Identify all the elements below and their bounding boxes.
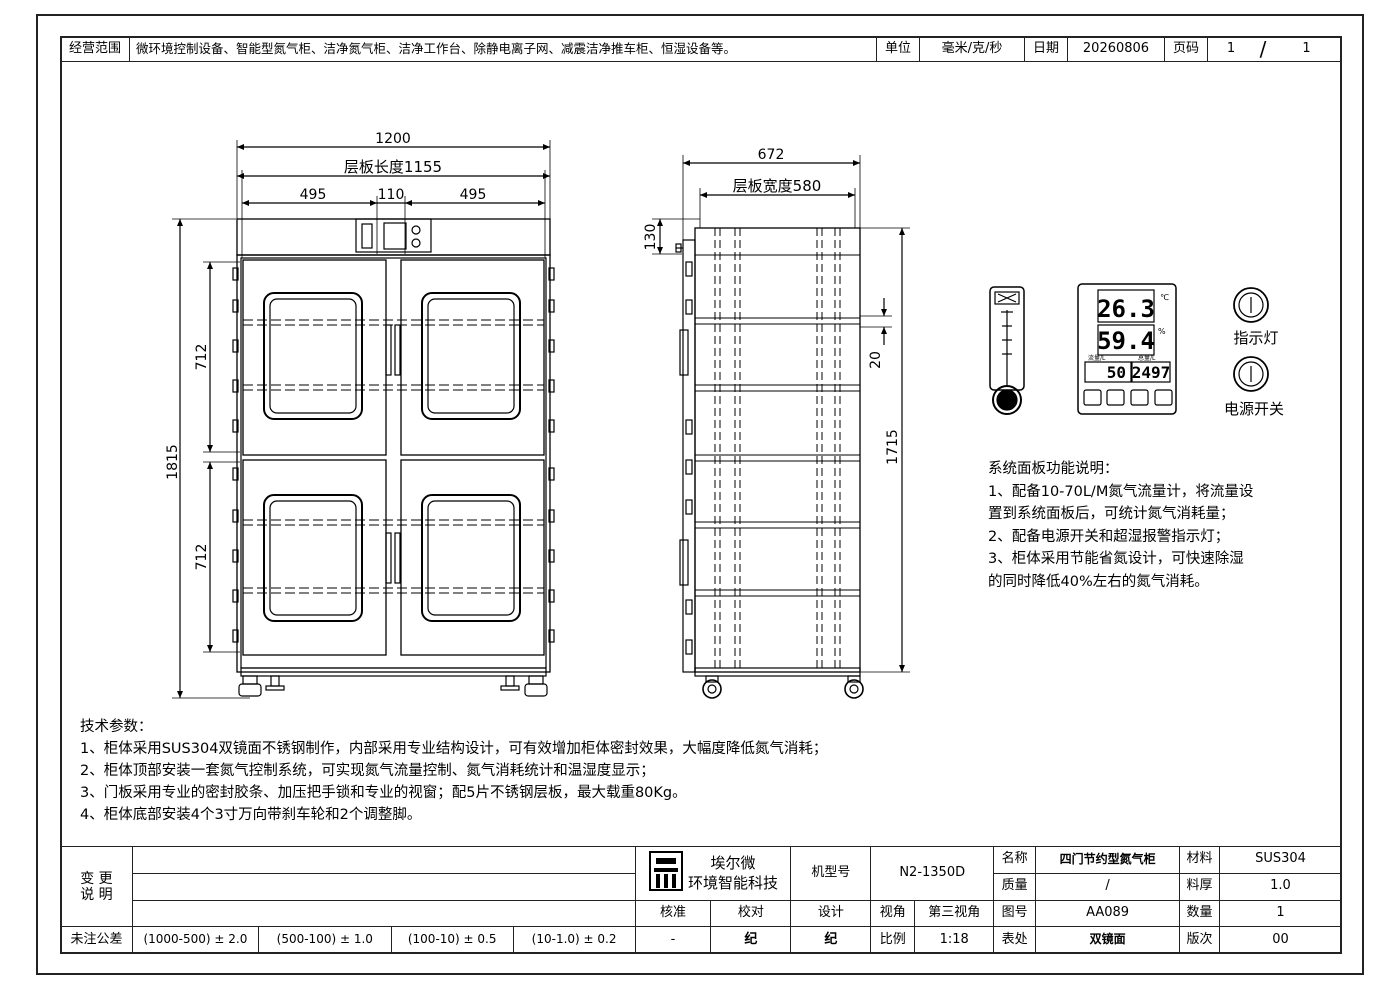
version-label: 版次 [1179,926,1220,954]
tech-params: 技术参数： 1、柜体采用SUS304双镜面不锈钢制作，内部采用专业结构设计，可有… [80,716,980,826]
dim-upper-door: 712 [194,344,210,371]
dim-left-door: 495 [300,187,327,203]
dim-shelf-gap: 20 [868,351,884,369]
approve-label: 核准 [634,899,712,928]
mass-label: 质量 [993,872,1037,901]
mass-value: / [1035,872,1181,901]
scope-label: 经营范围 [60,36,130,62]
tech-params-line: 1、柜体采用SUS304双镜面不锈钢制作，内部采用专业结构设计，可有效增加柜体密… [80,741,828,757]
panel-notes: 系统面板功能说明： 1、配备10-70L/M氮气流量计，将流量设 置到系统面板后… [988,458,1308,593]
dim-total-height: 1815 [165,444,181,480]
page-label: 页码 [1164,36,1208,62]
change-row-2 [131,872,636,901]
scale-label: 比例 [870,926,916,954]
company-name-line1: 埃尔微 [710,854,756,873]
qty-label: 数量 [1179,899,1220,928]
tech-params-line: 3、门板采用专业的密封胶条、加压把手锁和专业的视窗；配5片不锈钢层板，最大载重8… [80,785,687,801]
drawing-no-value: AA089 [1035,899,1181,928]
dim-top-height: 130 [643,224,659,251]
page-separator: / [1254,36,1272,62]
qty-value: 1 [1219,899,1342,928]
tech-params-line: 4、柜体底部安装4个3寸万向带刹车轮和2个调整脚。 [80,807,422,823]
dim-overall-width: 1200 [375,131,411,147]
unit-label: 单位 [876,36,920,62]
panel-notes-line: 1、配备10-70L/M氮气流量计，将流量设 [988,483,1254,500]
scope-text: 微环境控制设备、智能型氮气柜、洁净氮气柜、洁净工作台、除静电离子网、减震洁净推车… [129,36,877,62]
temperature-unit: ℃ [1160,293,1169,302]
company-name-line2: 环境智能科技 [688,874,779,893]
check-label: 校对 [710,899,792,928]
company-logo-icon [648,850,684,897]
dim-shelf-width: 层板宽度580 [733,177,822,195]
tolerance-2: (500-100) ± 1.0 [257,926,392,954]
date-label: 日期 [1024,36,1068,62]
temperature-readout: 26.3 [1097,295,1155,323]
page-total: 1 [1272,36,1342,62]
design-label: 设计 [790,899,872,928]
indicator-light [1233,287,1269,323]
approve-value: - [634,926,712,954]
view-value: 第三视角 [914,899,995,928]
panel-notes-line: 置到系统面板后，可统计氮气消耗量； [988,506,1235,522]
dim-right-door: 495 [460,187,487,203]
surface-label: 表处 [993,926,1037,954]
total-readout: 2497 [1132,363,1171,382]
tech-params-line: 2、柜体顶部安装一套氮气控制系统，可实现氮气流量控制、氮气消耗统计和温湿度显示； [80,763,655,779]
check-signature: 纪 [710,926,792,954]
tolerance-3: (100-10) ± 0.5 [390,926,514,954]
tolerance-4: (10-1.0) ± 0.2 [512,926,636,954]
display-panel [1077,283,1177,415]
front-view [172,140,555,699]
power-switch [1233,356,1269,392]
date-value: 20260806 [1067,36,1165,62]
panel-notes-line: 的同时降低40%左右的氮气消耗。 [988,573,1209,590]
company-cell: 埃尔微 环境智能科技 [634,846,792,901]
change-label: 变 更 说 明 [60,845,133,928]
panel-notes-line: 2、配备电源开关和超湿报警指示灯； [988,528,1230,545]
title-block: 变 更 说 明 埃尔微 环境智能科技 机型号 N2-1350D 名称 四门节约型… [60,845,1342,954]
version-value: 00 [1219,926,1342,954]
unit-value: 毫米/克/秒 [919,36,1025,62]
material-label: 材料 [1179,846,1220,874]
name-value: 四门节约型氮气柜 [1035,846,1181,874]
scale-value: 1:18 [914,926,995,954]
name-label: 名称 [993,846,1037,874]
surface-value: 双镜面 [1035,926,1181,954]
drawing-outer-frame [36,14,1364,975]
tech-params-title: 技术参数： [80,719,153,735]
flowmeter [989,286,1025,415]
design-signature: 纪 [790,926,872,954]
page-current: 1 [1207,36,1254,62]
model-label: 机型号 [790,846,872,901]
tolerance-1: (1000-500) ± 2.0 [131,926,259,954]
panel-notes-line: 3、柜体采用节能省氮设计，可快速除湿 [988,551,1244,567]
tolerance-label: 未注公差 [60,926,133,954]
view-label: 视角 [870,899,916,928]
panel-notes-title: 系统面板功能说明： [988,461,1119,477]
flow-label: 流量/L [1088,354,1106,362]
dim-lower-door: 712 [194,544,210,571]
thickness-value: 1.0 [1219,872,1342,901]
side-view [652,155,910,699]
dim-overall-depth: 672 [758,147,785,163]
dim-body-height: 1715 [885,429,901,465]
indicator-label: 指示灯 [1233,329,1278,347]
model-value: N2-1350D [870,846,995,901]
humidity-unit: % [1158,327,1166,336]
header-table: 经营范围 微环境控制设备、智能型氮气柜、洁净氮气柜、洁净工作台、除静电离子网、减… [60,36,1342,62]
humidity-readout: 59.4 [1097,327,1155,355]
power-label: 电源开关 [1224,400,1284,418]
dim-shelf-length: 层板长度1155 [344,158,442,176]
change-row-1 [131,846,636,874]
material-value: SUS304 [1219,846,1342,874]
change-row-3 [131,899,636,928]
flow-readout: 50 [1107,363,1126,382]
thickness-label: 料厚 [1179,872,1220,901]
drawing-no-label: 图号 [993,899,1037,928]
total-label: 总量/L [1138,354,1156,362]
dim-center-gap: 110 [378,187,405,203]
